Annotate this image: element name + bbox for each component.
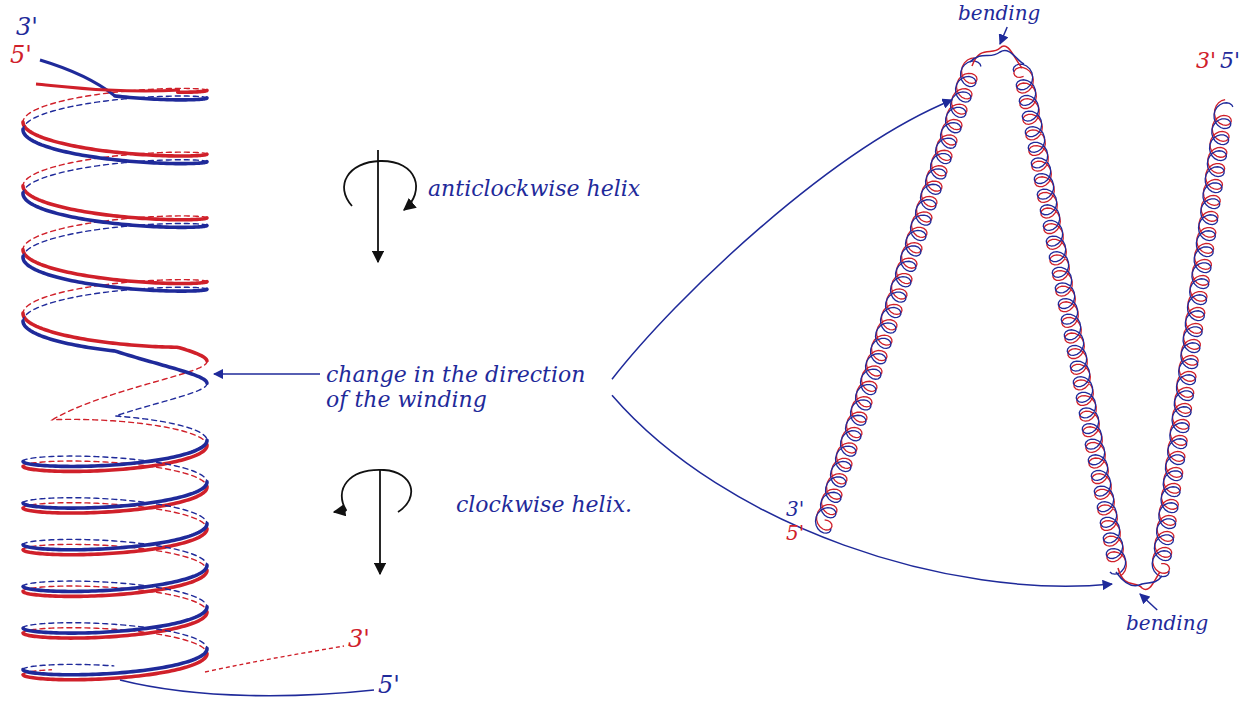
helix-strand: [23, 249, 207, 283]
helix-strand: [23, 607, 207, 633]
helix-strand: [23, 648, 207, 674]
helix-strand: [23, 498, 207, 524]
annotation-text: bending: [1126, 612, 1208, 635]
helix-strand: [23, 122, 207, 156]
strand-end-label: 5': [786, 522, 804, 545]
helix-coil: [1152, 103, 1233, 577]
helix-coil: [1013, 64, 1125, 574]
helix-strand: [23, 623, 207, 649]
pointer-arrow: [612, 395, 1112, 586]
leader-line: [205, 646, 344, 672]
helix-strand: [53, 361, 207, 445]
helix-coil: [1153, 100, 1232, 574]
helix-strand: [23, 280, 207, 314]
unwound-bend: [1116, 572, 1162, 586]
strand-end-label: 5': [1220, 48, 1240, 73]
helix-strand: [23, 96, 207, 129]
rotation-arrow: [342, 470, 411, 512]
helix-strand: [23, 524, 207, 550]
annotation-text: anticlockwise helix: [428, 176, 640, 201]
helix-strand: [23, 313, 207, 361]
helix-strand: [23, 664, 114, 669]
leader-line: [120, 680, 374, 696]
strand-end-label: 5': [378, 672, 400, 700]
annotation-text: clockwise helix.: [456, 492, 632, 517]
pointer-arrows: [214, 27, 1157, 610]
helix-strand: [23, 287, 207, 321]
helix-strand: [178, 90, 207, 92]
strand-end-label: 3': [786, 498, 804, 521]
helix-strand: [23, 224, 207, 257]
helix-strand: [23, 186, 207, 220]
annotation-text: change in the direction of the winding: [326, 362, 606, 413]
axis-arrow: [377, 150, 379, 262]
helix-coil: [817, 58, 977, 530]
helix-strand: [23, 152, 207, 186]
pointer-arrow: [1140, 594, 1157, 610]
helix-strand: [23, 539, 207, 565]
helix-strand: [23, 321, 207, 383]
strand-end-label: 3': [348, 626, 370, 654]
strand-end-label: 5': [10, 42, 32, 70]
pointer-arrow: [214, 373, 320, 375]
helix-strand: [23, 565, 207, 591]
pointer-arrow: [612, 100, 952, 379]
rotation-arrowhead: [334, 510, 346, 512]
pointer-arrow: [1000, 27, 1007, 44]
unwound-bend: [1118, 568, 1160, 589]
axis-arrow: [379, 470, 381, 574]
helix-strand: [23, 440, 207, 466]
helix-strand: [23, 160, 207, 193]
helix-coil: [815, 61, 980, 533]
unwound-bend: [970, 51, 1024, 64]
strand-end: [36, 84, 180, 91]
rotation-arrow: [344, 161, 416, 210]
unwound-bend: [972, 46, 1022, 68]
helix-strand: [23, 482, 207, 508]
helix-strand: [23, 256, 207, 291]
helix-strand: [23, 216, 207, 250]
annotation-text: bending: [958, 2, 1040, 25]
helix-strand: [23, 456, 207, 482]
double-helix: [23, 60, 374, 696]
strand-end-label: 3': [1196, 48, 1216, 73]
helix-strand: [23, 129, 207, 164]
strand-end-label: 3': [16, 14, 38, 42]
bent-helix: [815, 46, 1232, 589]
helix-strand: [116, 383, 207, 440]
helix-strand: [23, 193, 207, 228]
helix-strand: [23, 88, 207, 122]
helix-strand: [23, 581, 207, 607]
